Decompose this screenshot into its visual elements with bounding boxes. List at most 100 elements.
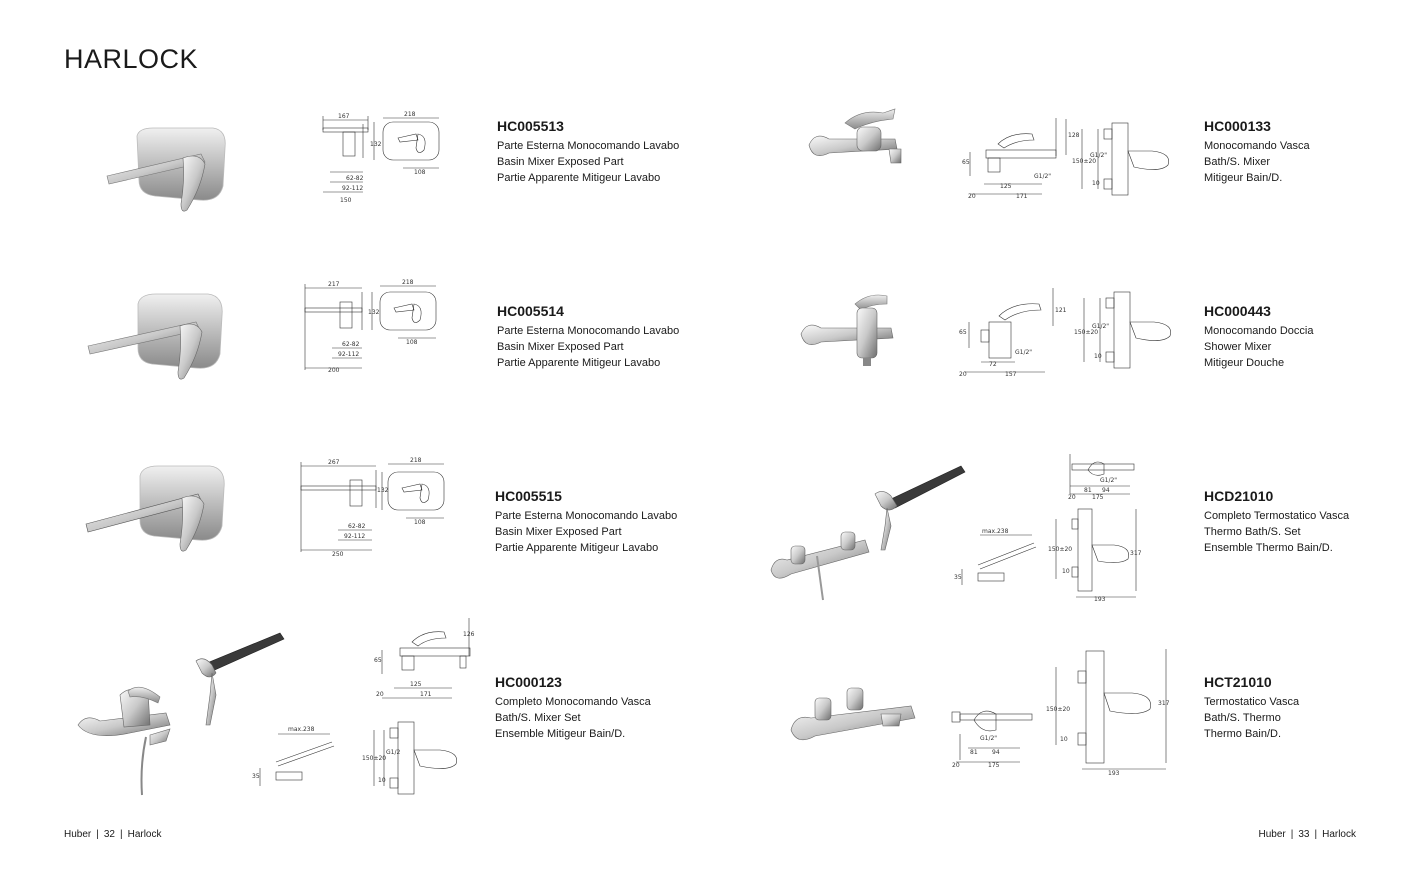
technical-drawing: G1/2" 81 94 175 20 <box>940 700 1035 770</box>
dim-label: 150±20 <box>362 755 386 762</box>
dim-label: 10 <box>1062 568 1070 575</box>
footer-brand: Huber <box>64 829 92 840</box>
technical-drawing: max.238 35 <box>952 525 1052 587</box>
product-code: HC005514 <box>497 303 564 319</box>
product-desc-fr: Thermo Bain/D. <box>1204 728 1282 740</box>
product-desc-it: Parte Esterna Monocomando Lavabo <box>497 140 680 152</box>
dim-label: 175 <box>988 762 1000 769</box>
product-photo <box>765 460 970 605</box>
dim-label: 108 <box>406 339 418 346</box>
dim-label: 157 <box>1005 371 1017 378</box>
dim-label: 218 <box>402 279 414 286</box>
product-desc-en: Bath/S. Thermo <box>1204 712 1281 724</box>
dim-label: G1/2" <box>1090 152 1107 159</box>
product-info: HCD21010 Completo Termostatico Vasca The… <box>1204 488 1349 556</box>
dim-label: 108 <box>414 169 426 176</box>
product-code: HCD21010 <box>1204 488 1274 504</box>
footer-collection: Harlock <box>127 829 162 840</box>
product-desc-fr: Partie Apparente Mitigeur Lavabo <box>497 357 661 369</box>
technical-drawing: 65 G1/2" 72 157 20 121 <box>955 282 1067 382</box>
dim-label: 81 <box>970 749 978 756</box>
product-code: HC000443 <box>1204 303 1271 319</box>
technical-drawing: 128 150±20 G1/2" 10 <box>1062 115 1177 203</box>
dim-label: 10 <box>378 777 386 784</box>
footer-separator: | <box>1290 829 1294 840</box>
dim-label: 132 <box>377 487 389 494</box>
technical-drawing: 150±20 10 317 193 <box>1040 645 1170 780</box>
dim-label: 128 <box>1068 132 1080 139</box>
dim-label: 150±20 <box>1072 158 1096 165</box>
product-info: HC000133 Monocomando Vasca Bath/S. Mixer… <box>1204 118 1310 186</box>
dim-label: 10 <box>1060 736 1068 743</box>
footer-separator: | <box>1314 829 1318 840</box>
product-desc-it: Monocomando Doccia <box>1204 325 1314 337</box>
dim-label: 193 <box>1108 770 1120 777</box>
dim-label: 10 <box>1094 353 1102 360</box>
product-code: HC005515 <box>495 488 562 504</box>
footer-brand: Huber <box>1258 829 1286 840</box>
dim-label: 20 <box>1068 494 1076 501</box>
product-desc-en: Basin Mixer Exposed Part <box>497 156 624 168</box>
footer-separator: | <box>96 829 99 840</box>
dim-label: 81 <box>1084 487 1092 494</box>
dim-label: 65 <box>374 657 382 664</box>
product-code: HC000133 <box>1204 118 1271 134</box>
product-info: HC005513 Parte Esterna Monocomando Lavab… <box>497 118 679 186</box>
dim-label: 267 <box>328 459 340 466</box>
product-desc-en: Bath/S. Mixer Set <box>495 712 581 724</box>
product-photo <box>95 118 245 218</box>
product-photo <box>82 460 242 560</box>
dim-label: G1/2" <box>1092 323 1109 330</box>
footer-page-number: 33 <box>1298 829 1310 840</box>
dim-label: 193 <box>1094 596 1106 603</box>
footer-left: Huber|32|Harlock <box>64 829 162 840</box>
technical-drawing: max.238 35 <box>248 722 363 794</box>
dim-label: 10 <box>1092 180 1100 187</box>
product-photo <box>80 286 240 386</box>
dim-label: 94 <box>1102 487 1110 494</box>
dim-label: 121 <box>1055 307 1067 314</box>
dim-label: 108 <box>414 519 426 526</box>
dim-label: 92-112 <box>338 351 359 358</box>
product-photo <box>785 680 920 760</box>
dim-label: G1/2 <box>386 749 400 756</box>
dim-label: 150±20 <box>1074 329 1098 336</box>
dim-label: 317 <box>1158 700 1170 707</box>
product-desc-en: Basin Mixer Exposed Part <box>497 341 624 353</box>
product-desc-en: Shower Mixer <box>1204 341 1272 353</box>
dim-label: 62-82 <box>348 523 366 530</box>
dim-label: 62-82 <box>342 341 360 348</box>
dim-label: 92-112 <box>344 533 365 540</box>
dim-label: 218 <box>404 111 416 118</box>
dim-label: 150 <box>340 197 352 204</box>
footer-right: Huber | 33 | Harlock <box>1259 829 1357 840</box>
dim-label: 317 <box>1130 550 1142 557</box>
dim-label: G1/2" <box>1100 477 1117 484</box>
product-photo <box>70 625 290 800</box>
dim-label: 92-112 <box>342 185 363 192</box>
technical-drawing: G1/2" 81 94 175 20 <box>1060 448 1140 501</box>
product-photo <box>805 105 915 180</box>
technical-drawing: 150±20 G1/2 10 <box>360 716 470 800</box>
product-desc-fr: Ensemble Mitigeur Bain/D. <box>495 728 626 740</box>
product-desc-en: Bath/S. Mixer <box>1204 156 1271 168</box>
dim-label: 20 <box>376 691 384 698</box>
product-desc-it: Parte Esterna Monocomando Lavabo <box>497 325 680 337</box>
product-info: HC000443 Monocomando Doccia Shower Mixer… <box>1204 303 1313 371</box>
dim-label: 125 <box>410 681 422 688</box>
product-info: HC005515 Parte Esterna Monocomando Lavab… <box>495 488 677 556</box>
dim-label: max.238 <box>982 528 1009 535</box>
footer-collection: Harlock <box>1322 829 1356 840</box>
dim-label: 65 <box>959 329 967 336</box>
dim-label: 126 <box>463 631 475 638</box>
product-code: HCT21010 <box>1204 674 1272 690</box>
product-code: HC000123 <box>495 674 562 690</box>
product-info: HC000123 Completo Monocomando Vasca Bath… <box>495 674 651 742</box>
dim-label: 62-82 <box>346 175 364 182</box>
footer-page-number: 32 <box>103 829 115 840</box>
dim-label: G1/2" <box>980 735 997 742</box>
dim-label: 132 <box>370 141 382 148</box>
dim-label: 132 <box>368 309 380 316</box>
dim-label: 167 <box>338 113 350 120</box>
product-desc-fr: Ensemble Thermo Bain/D. <box>1204 542 1333 554</box>
